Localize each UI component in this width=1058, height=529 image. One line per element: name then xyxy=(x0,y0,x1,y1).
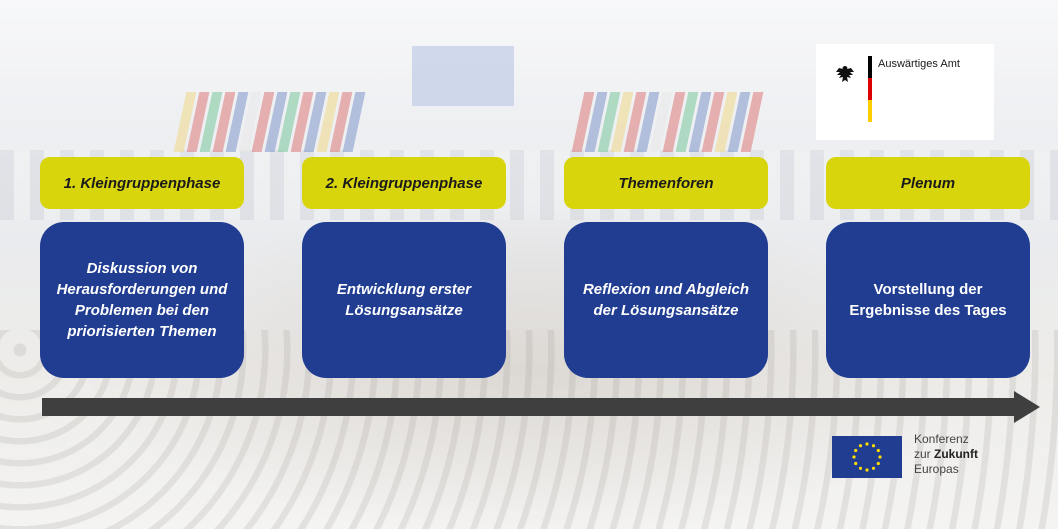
background-eu-flag xyxy=(412,46,514,106)
phase-label-3: Themenforen xyxy=(564,157,768,209)
eu-star-icon xyxy=(858,444,863,448)
conference-line-1: Konferenz xyxy=(914,432,969,446)
step-card-4: Vorstellung der Ergebnisse des Tages xyxy=(826,222,1030,378)
german-flag-bar xyxy=(868,56,872,122)
german-eagle-icon xyxy=(836,66,854,82)
conference-line-3: Europas xyxy=(914,462,959,476)
phase-label-4: Plenum xyxy=(826,157,1030,209)
timeline-arrow xyxy=(42,391,1040,423)
eu-star-icon xyxy=(854,461,858,466)
conference-logo: Konferenz zur Zukunft Europas xyxy=(832,432,1012,478)
eu-star-icon xyxy=(865,442,869,446)
conference-line-2-prefix: zur xyxy=(914,447,935,461)
conference-line-2-bold: Zukunft xyxy=(934,447,979,461)
eu-star-icon xyxy=(876,448,880,453)
eu-star-icon xyxy=(876,461,880,466)
eu-flag-icon xyxy=(832,436,902,478)
step-card-2: Entwicklung erster Lösungsansätze xyxy=(302,222,506,378)
step-card-3: Reflexion und Abgleich der Lösungsansätz… xyxy=(564,222,768,378)
eu-star-icon xyxy=(878,455,882,459)
conference-line-2: zur Zukunft xyxy=(914,447,978,462)
ministry-name: Auswärtiges Amt xyxy=(878,58,960,70)
eu-star-icon xyxy=(871,444,876,448)
eu-star-icon xyxy=(865,468,869,472)
conference-name: Konferenz zur Zukunft Europas xyxy=(914,432,978,477)
phase-label-2: 2. Kleingruppenphase xyxy=(302,157,506,209)
eu-star-icon xyxy=(852,455,856,459)
step-card-1: Diskussion von Herausforderungen und Pro… xyxy=(40,222,244,378)
eu-star-icon xyxy=(854,448,858,453)
eu-star-icon xyxy=(858,466,863,470)
phase-label-1: 1. Kleingruppenphase xyxy=(40,157,244,209)
ministry-logo: Auswärtiges Amt xyxy=(816,44,994,140)
eu-star-icon xyxy=(871,466,876,470)
